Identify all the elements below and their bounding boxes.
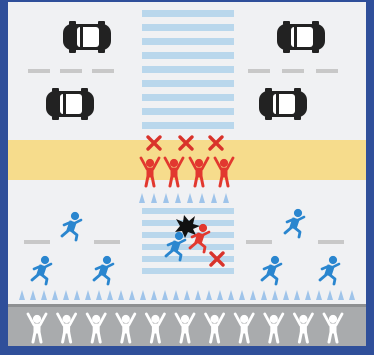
car-icon	[46, 88, 94, 120]
car-icon	[63, 21, 111, 53]
curb-edge	[8, 304, 366, 307]
car-icon	[277, 21, 325, 53]
crosswalk-top	[142, 10, 234, 129]
car-icon	[259, 88, 307, 120]
